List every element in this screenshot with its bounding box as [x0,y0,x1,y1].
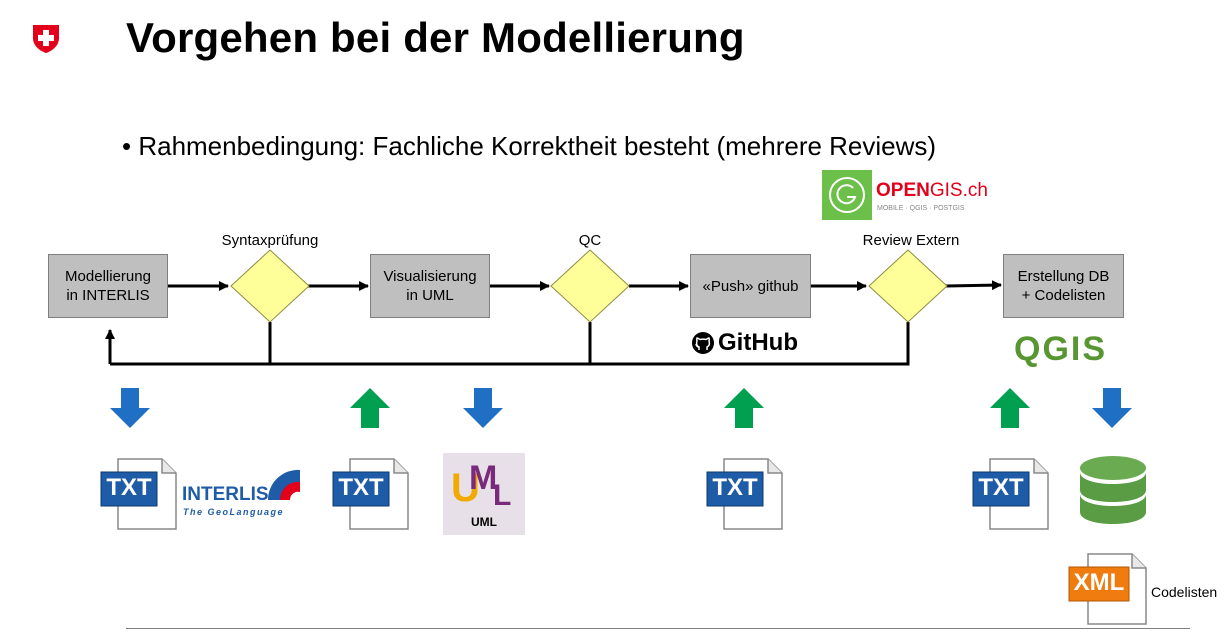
txt-file-icon [972,458,1049,530]
txt-document-1: TXT [100,458,178,530]
opengis-tagline: MOBILE · QGIS · POSTGIS [877,205,965,212]
decision-syntax [230,249,310,323]
opengis-logo-icon [822,170,872,220]
opengis-name-a: OPEN [876,180,930,201]
github-logo: GitHub [691,329,798,357]
box-visualisierung: Visualisierung in UML [370,254,490,318]
opengis-logo: OPENGIS.ch MOBILE · QGIS · POSTGIS [822,170,988,220]
label-review-extern: Review Extern [862,232,960,249]
decision-qc [550,249,630,323]
txt-file-icon [332,458,409,530]
arrow-down-1 [110,388,150,428]
footer-divider [126,628,1190,629]
txt-label: TXT [712,474,758,501]
label-qc: QC [578,232,602,249]
uml-logo-icon: U M L [451,459,511,512]
label-syntaxpruefung: Syntaxprüfung [221,232,319,249]
database-icon [1080,456,1146,524]
arrow-down-2 [463,388,503,428]
xml-document: XML [1068,553,1148,625]
github-icon [692,332,714,354]
xml-file-icon [1068,553,1147,625]
txt-label: TXT [338,474,384,501]
txt-label: TXT [978,474,1024,501]
arrow-up-2 [724,388,764,428]
interlis-tagline: The GeoLanguage [183,507,285,517]
box-push-github: «Push» github [690,254,811,318]
interlis-emblem-icon [267,469,300,500]
decision-review [868,249,948,323]
svg-text:M: M [469,459,497,497]
txt-document-3: TXT [706,458,784,530]
page-title: Vorgehen bei der Modellierung [126,14,745,61]
arrow-up-1 [350,388,390,428]
uml-caption: UML [471,515,497,529]
txt-document-2: TXT [332,458,410,530]
arrow-up-3 [990,388,1030,428]
svg-text:L: L [493,479,511,512]
box-erstellung-db: Erstellung DB + Codelisten [1003,254,1124,318]
connector-6 [945,280,1002,291]
txt-document-4: TXT [972,458,1050,530]
txt-file-icon [706,458,783,530]
arrow-down-3 [1092,388,1132,428]
xml-label: XML [1073,569,1125,596]
uml-logo: U M L UML [443,453,525,535]
txt-file-icon [100,458,177,530]
svg-text:U: U [451,466,480,510]
qgis-logo: QGIS [1014,330,1108,368]
github-wordmark: GitHub [718,329,798,356]
opengis-name-b: GIS.ch [929,180,988,201]
txt-label: TXT [106,474,152,501]
bullet-text: • Rahmenbedingung: Fachliche Korrektheit… [122,131,937,161]
swiss-coat-of-arms-icon [33,25,59,53]
codelisten-label: Codelisten [1151,584,1218,600]
box-modellierung: Modellierung in INTERLIS [48,254,168,318]
interlis-wordmark: INTERLIS [182,484,269,505]
interlis-logo: INTERLIS The GeoLanguage [182,468,302,520]
